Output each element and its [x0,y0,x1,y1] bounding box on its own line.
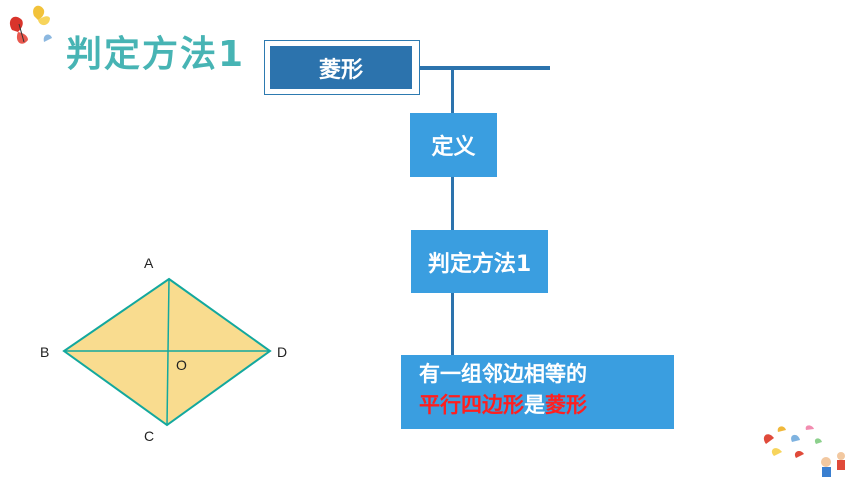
connector-trunk-1 [451,66,454,113]
vertex-label-c: C [144,428,155,444]
connector-trunk-2 [451,177,454,230]
butterflies-icon [9,5,52,44]
answer-highlight-rhombus: 菱形 [545,393,587,417]
root-node[interactable]: 菱形 [270,46,412,89]
vertex-label-d: D [277,344,288,360]
connector-top-line [420,66,550,70]
vertex-label-o: O [176,357,187,373]
vertex-label-b: B [40,344,50,360]
diagonal-ac [166,278,170,426]
definition-node[interactable]: 定义 [410,113,497,177]
butterflies-kids-icon [763,425,845,477]
answer-line-1: 有一组邻边相等的 [419,362,587,386]
rhombus-figure [62,277,272,427]
answer-line-2: 平行四边形是菱形 [419,390,674,421]
answer-connective: 是 [524,393,545,417]
connector-trunk-3 [451,293,454,355]
answer-highlight-parallelogram: 平行四边形 [419,393,524,417]
vertex-label-a: A [144,255,154,271]
method-node[interactable]: 判定方法1 [411,230,548,293]
slide-title: 判定方法1 [66,34,246,75]
answer-node[interactable]: 有一组邻边相等的 平行四边形是菱形 [401,355,674,429]
